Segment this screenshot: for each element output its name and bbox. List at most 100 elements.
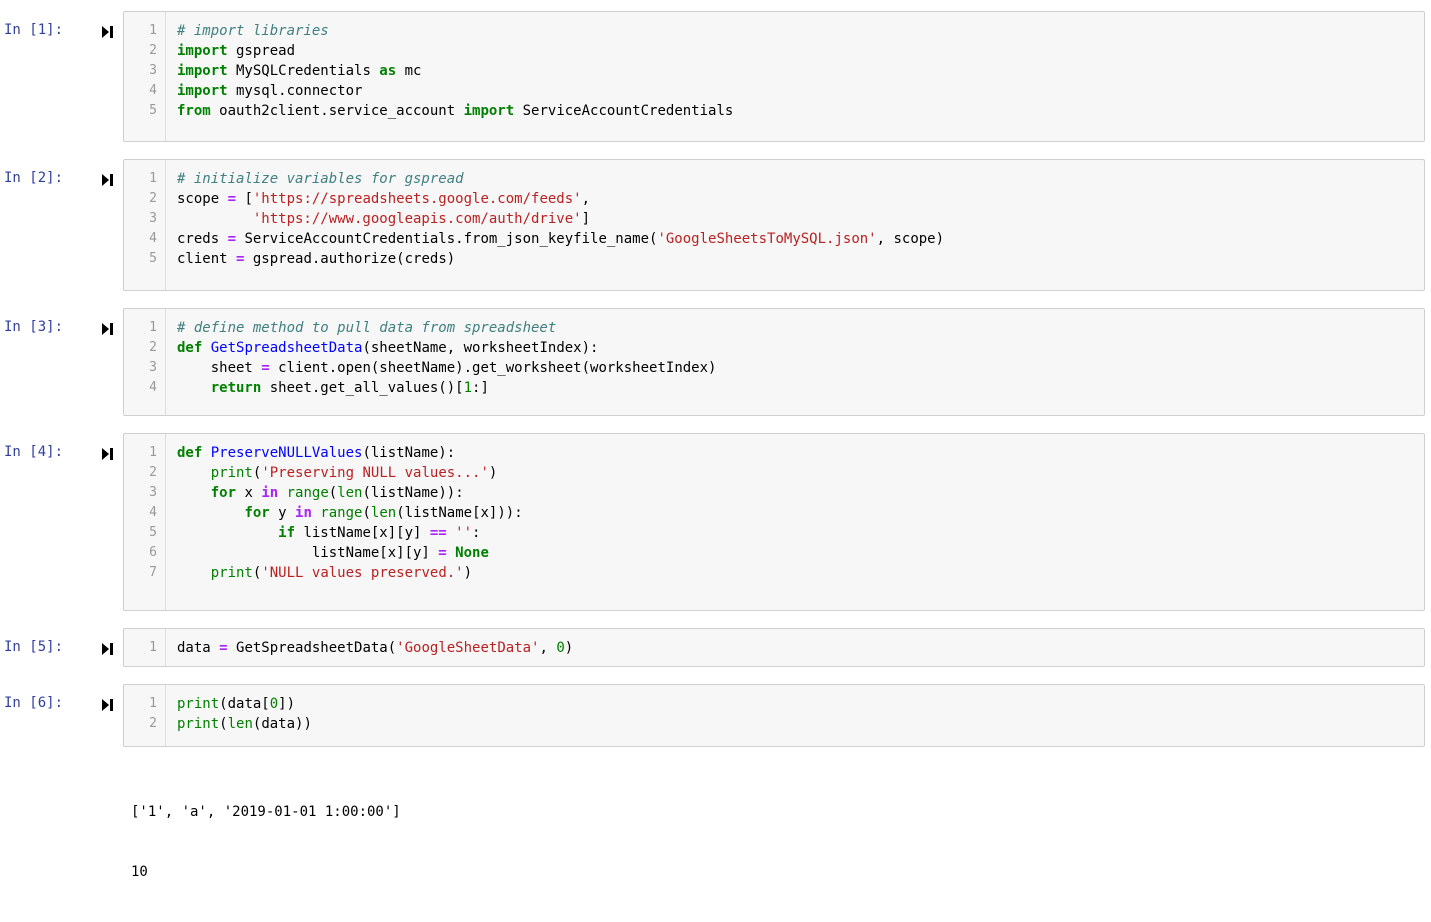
code-token: = [227,191,237,207]
code-token: range [286,485,329,501]
code-line: 1 def PreserveNULLValues(listName): [124,443,1424,463]
code-line: 3 for x in range(len(listName)): [124,483,1424,503]
code-token: import [177,43,228,59]
code-text: # define method to pull data from spread… [177,318,556,338]
code-lines: 1 data = GetSpreadsheetData('GoogleSheetD… [124,638,1424,658]
code-token: MySQLCredentials [227,63,380,79]
code-token: 1 [463,380,473,396]
code-cell-2[interactable]: In [2]: 1 # initialize variables for gspr… [0,159,1431,291]
run-cell-icon[interactable] [101,173,115,187]
code-text: def PreserveNULLValues(listName): [177,443,455,463]
code-token: 'GoogleSheetData' [396,640,540,656]
line-number: 1 [149,171,157,186]
code-text: client = gspread.authorize(creds) [177,249,455,269]
code-line: 4 for y in range(len(listName[x])): [124,503,1424,523]
run-cell-icon[interactable] [101,447,115,461]
code-line: 1# define method to pull data from sprea… [124,318,1424,338]
code-text: for y in range(len(listName[x])): [177,503,522,523]
code-text: print(len(data)) [177,714,312,734]
code-token: = [219,640,228,656]
line-number: 3 [149,360,157,375]
code-token: mc [396,63,422,79]
line-number: 1 [149,640,157,655]
line-number-gutter [165,160,166,290]
line-number: 2 [149,191,157,206]
code-token: if [278,525,296,541]
code-token [177,211,253,227]
line-number-gutter [165,309,166,415]
cell-prompt: In [6]: [4,695,64,711]
code-token [202,340,210,356]
code-text: def GetSpreadsheetData(sheetName, worksh… [177,338,598,358]
code-line: 6 listName[x][y] = None [124,543,1424,563]
run-cell-icon[interactable] [101,698,115,712]
code-token: range [320,505,363,521]
code-line: 2 print(len(data)) [124,714,1424,734]
code-text: import MySQLCredentials as mc [177,61,421,81]
cell-output: ['1', 'a', '2019-01-01 1:00:00'] 10 [131,762,401,922]
code-token: (data[ [219,696,270,712]
code-token: 'https://www.googleapis.com/auth/drive' [252,211,582,227]
cell-prompt: In [2]: [4,170,64,186]
code-token: in [261,485,279,501]
code-token: # initialize variables for gspread [177,171,464,187]
code-token [177,485,211,501]
line-number: 2 [149,716,157,731]
code-token: , [581,191,591,207]
run-cell-icon[interactable] [101,25,115,39]
code-text: for x in range(len(listName)): [177,483,464,503]
code-token: as [379,63,397,79]
code-token: sheet [177,360,262,376]
code-input[interactable]: 1 # define method to pull data from sprea… [123,308,1425,416]
code-text: print('NULL values preserved.') [177,563,472,583]
code-token: import [463,103,515,119]
cell-prompt: In [1]: [4,22,64,38]
code-token: sheet.get_all_values()[ [261,380,464,396]
code-text: data = GetSpreadsheetData('GoogleSheetDa… [177,638,573,658]
line-number: 1 [149,696,157,711]
code-token: = [438,545,447,561]
code-line: 7 print('NULL values preserved.') [124,563,1424,583]
code-token [177,565,211,581]
line-number: 4 [149,380,157,395]
code-token: :] [472,380,489,396]
code-token: gspread [227,43,296,59]
code-token: 0 [556,640,565,656]
code-line: 5 if listName[x][y] == '': [124,523,1424,543]
line-number: 1 [149,445,157,460]
cell-prompt: In [3]: [4,319,64,335]
code-token: oauth2client.service_account [210,103,464,119]
line-number: 4 [149,231,157,246]
code-input[interactable]: 1 data = GetSpreadsheetData('GoogleSheetD… [123,628,1425,667]
run-cell-icon[interactable] [101,642,115,656]
code-token: len [227,716,253,732]
line-number: 3 [149,211,157,226]
code-text: if listName[x][y] == '': [177,523,480,543]
code-token: len [337,485,363,501]
code-line: 3 sheet = client.open(sheetName).get_wor… [124,358,1424,378]
line-number: 1 [149,23,157,38]
code-token: y [269,505,296,521]
code-text: import mysql.connector [177,81,362,101]
code-token [202,445,210,461]
code-token: None [455,545,489,561]
run-cell-icon[interactable] [101,322,115,336]
code-text: print('Preserving NULL values...') [177,463,498,483]
code-line: 1 data = GetSpreadsheetData('GoogleSheetD… [124,638,1424,658]
code-cell-3[interactable]: In [3]: 1 # define method to pull data fr… [0,308,1431,416]
code-token: mysql.connector [227,83,363,99]
